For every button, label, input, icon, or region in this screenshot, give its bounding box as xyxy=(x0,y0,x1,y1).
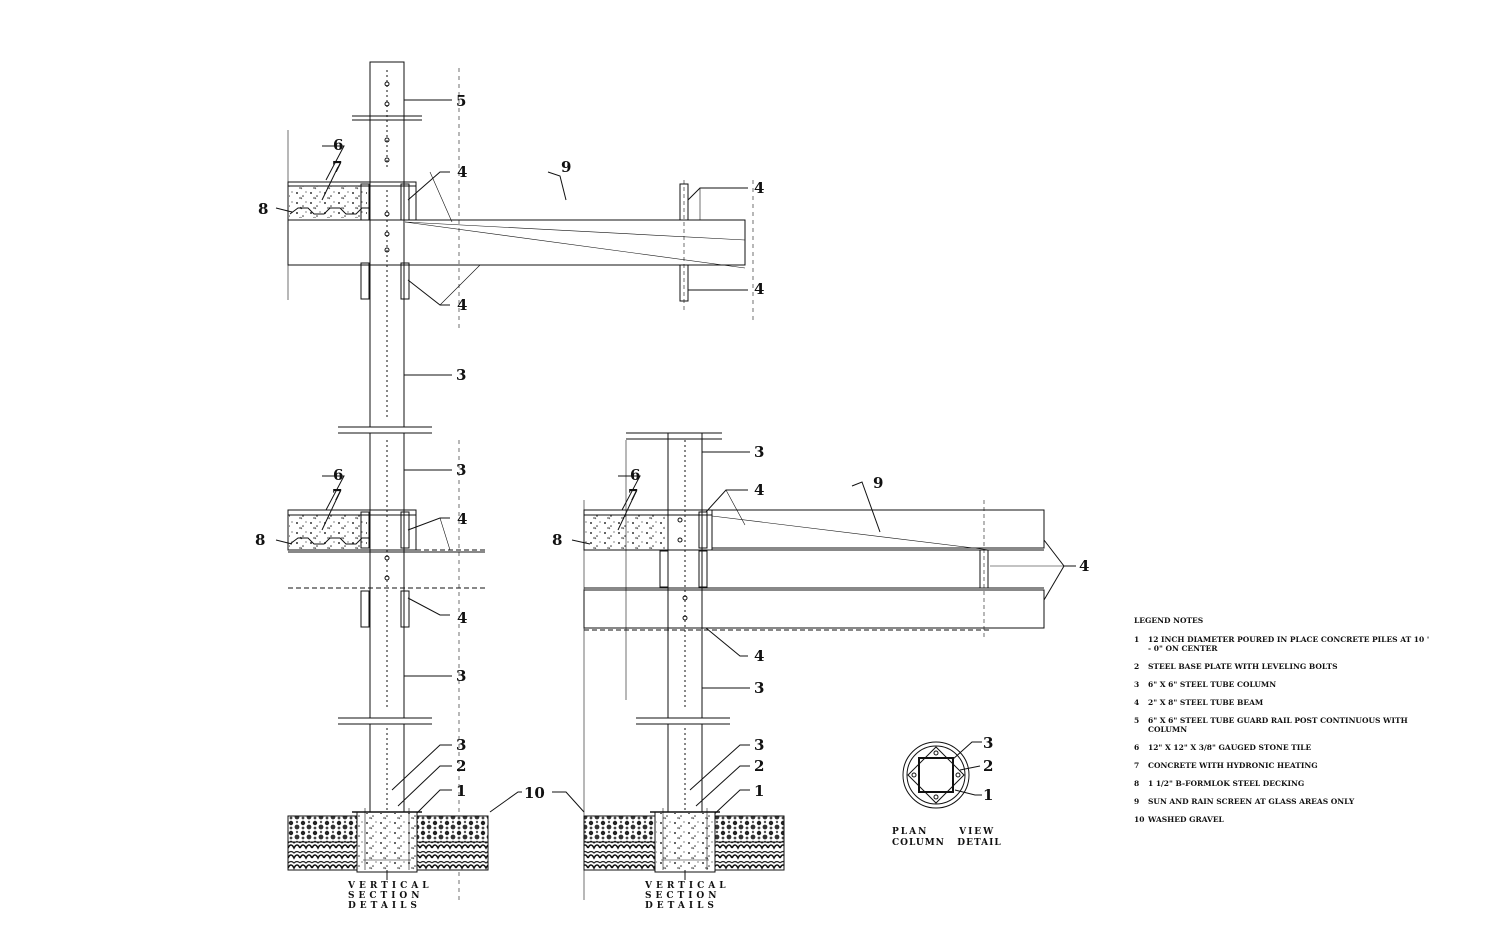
callout-2: 2 xyxy=(983,757,993,775)
legend-item-number: 2 xyxy=(1134,662,1140,671)
legend-item-number: 7 xyxy=(1134,761,1140,770)
legend-item-text: SUN AND RAIN SCREEN AT GLASS AREAS ONLY xyxy=(1148,797,1355,806)
callout-4: 4 xyxy=(457,510,467,528)
lower-left-column-detail xyxy=(275,432,489,900)
legend-item-number: 6 xyxy=(1134,743,1140,752)
legend-list: 1 12 INCH DIAMETER POURED IN PLACE CONCRE… xyxy=(1134,635,1434,824)
legend-item-text: 6" X 6" STEEL TUBE GUARD RAIL POST CONTI… xyxy=(1148,716,1408,734)
callout-3: 3 xyxy=(754,736,764,754)
caption-plan-line2: COLUMN DETAIL xyxy=(892,838,1002,848)
legend-item-number: 4 xyxy=(1134,698,1140,707)
callout-7: 7 xyxy=(332,486,342,504)
callout-7: 7 xyxy=(332,158,342,176)
legend-item-text: WASHED GRAVEL xyxy=(1148,815,1224,824)
callout-1: 1 xyxy=(754,782,764,800)
beam-upper xyxy=(287,219,746,266)
legend-item-number: 8 xyxy=(1134,779,1140,788)
lower-right-column-detail xyxy=(571,432,1076,900)
legend-item: 7 CONCRETE WITH HYDRONIC HEATING xyxy=(1134,761,1434,770)
callout-6: 6 xyxy=(630,466,640,484)
legend-item: 6 12" X 12" X 3/8" GAUGED STONE TILE xyxy=(1134,743,1434,752)
legend-item-text: 12 INCH DIAMETER POURED IN PLACE CONCRET… xyxy=(1148,635,1430,653)
callout-3: 3 xyxy=(754,679,764,697)
callout-2: 2 xyxy=(456,757,466,775)
callout-9: 9 xyxy=(873,474,883,492)
callout-3: 3 xyxy=(456,667,466,685)
caption-left-line1: VERTICAL xyxy=(347,881,433,891)
legend-item: 4 2" X 8" STEEL TUBE BEAM xyxy=(1134,698,1434,707)
callout-1: 1 xyxy=(983,786,993,804)
callout-8: 8 xyxy=(258,200,268,218)
callout-3: 3 xyxy=(456,461,466,479)
callout-9: 9 xyxy=(561,158,571,176)
callout-4: 4 xyxy=(754,179,764,197)
legend-item-text: STEEL BASE PLATE WITH LEVELING BOLTS xyxy=(1148,662,1338,671)
callout-4: 4 xyxy=(1079,557,1089,575)
callout-6: 6 xyxy=(333,136,343,154)
caption-right-line3: DETAILS xyxy=(645,901,718,911)
legend-item: 5 6" X 6" STEEL TUBE GUARD RAIL POST CONT… xyxy=(1134,716,1434,734)
caption-left-line2: SECTION xyxy=(348,891,424,901)
legend-item-number: 10 xyxy=(1134,815,1145,824)
plan-view-column xyxy=(902,741,982,809)
callout-4: 4 xyxy=(754,481,764,499)
caption-plan-line1: PLAN VIEW xyxy=(892,827,995,837)
callout-8: 8 xyxy=(552,531,562,549)
caption-right-line2: SECTION xyxy=(645,891,721,901)
callout-1: 1 xyxy=(456,782,466,800)
callout-3: 3 xyxy=(754,443,764,461)
callout-10: 10 xyxy=(524,784,545,802)
callout-8: 8 xyxy=(255,531,265,549)
legend-item: 2 STEEL BASE PLATE WITH LEVELING BOLTS xyxy=(1134,662,1434,671)
legend-item: 9 SUN AND RAIN SCREEN AT GLASS AREAS ONLY xyxy=(1134,797,1434,806)
legend-notes: LEGEND NOTES 1 12 INCH DIAMETER POURED IN… xyxy=(1134,616,1434,833)
legend-item: 3 6" X 6" STEEL TUBE COLUMN xyxy=(1134,680,1434,689)
callout-3: 3 xyxy=(456,736,466,754)
callout-3: 3 xyxy=(456,366,466,384)
legend-item-number: 1 xyxy=(1134,635,1140,644)
legend-item-text: 1 1/2" B-FORMLOK STEEL DECKING xyxy=(1148,779,1305,788)
upper-column-detail xyxy=(275,61,754,471)
captions: VERTICAL SECTION DETAILS VERTICAL SECTIO… xyxy=(347,827,1002,911)
caption-right-line1: VERTICAL xyxy=(644,881,730,891)
callout-labels: 5 6 7 8 9 4 4 4 4 3 3 6 7 8 4 4 3 3 2 1 … xyxy=(255,92,1089,804)
callout-4: 4 xyxy=(754,280,764,298)
callout-2: 2 xyxy=(754,757,764,775)
callout-6: 6 xyxy=(333,466,343,484)
legend-item-text: CONCRETE WITH HYDRONIC HEATING xyxy=(1148,761,1318,770)
caption-left-line3: DETAILS xyxy=(348,901,421,911)
legend-item-number: 3 xyxy=(1134,680,1140,689)
legend-item: 8 1 1/2" B-FORMLOK STEEL DECKING xyxy=(1134,779,1434,788)
beam-right-upper xyxy=(711,509,1045,549)
legend-item-number: 9 xyxy=(1134,797,1140,806)
callout-5: 5 xyxy=(456,92,466,110)
legend-item-number: 5 xyxy=(1134,716,1140,725)
gravel-leader xyxy=(489,791,522,813)
beam-right-lower xyxy=(583,589,1045,629)
legend-item-text: 2" X 8" STEEL TUBE BEAM xyxy=(1148,698,1264,707)
callout-4: 4 xyxy=(457,609,467,627)
callout-3: 3 xyxy=(983,734,993,752)
callout-4: 4 xyxy=(457,163,467,181)
legend-item-text: 12" X 12" X 3/8" GAUGED STONE TILE xyxy=(1148,743,1312,752)
legend-item: 1 12 INCH DIAMETER POURED IN PLACE CONCRE… xyxy=(1134,635,1434,653)
legend-title: LEGEND NOTES xyxy=(1134,616,1204,625)
legend-item-text: 6" X 6" STEEL TUBE COLUMN xyxy=(1148,680,1277,689)
callout-7: 7 xyxy=(628,486,638,504)
callout-4: 4 xyxy=(457,296,467,314)
callout-4: 4 xyxy=(754,647,764,665)
